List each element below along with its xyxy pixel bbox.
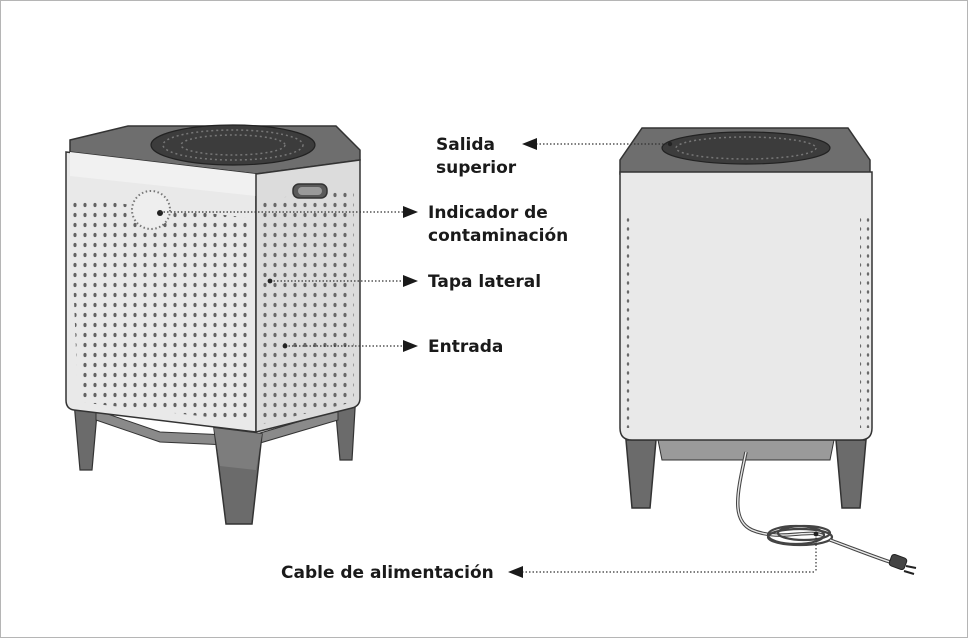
indicador-arrow xyxy=(403,206,418,218)
top-grille xyxy=(150,124,316,166)
label-indicador-line1: Indicador de xyxy=(428,203,548,223)
pollution-indicator xyxy=(131,190,171,230)
back-purifier xyxy=(619,127,917,575)
callout-dots xyxy=(267,141,819,537)
label-indicador-line2: contaminación xyxy=(428,226,568,246)
base-tray xyxy=(95,409,339,447)
salida-arrow xyxy=(522,138,537,150)
power-cord xyxy=(736,451,825,538)
tapa-arrow xyxy=(403,275,418,287)
callout-lines xyxy=(160,143,817,573)
callout-arrows xyxy=(403,138,537,578)
label-tapa-lateral: Tapa lateral xyxy=(428,272,541,292)
entrada-arrow xyxy=(403,340,418,352)
front-purifier xyxy=(65,124,361,525)
label-cable: Cable de alimentación xyxy=(281,563,494,583)
back-view-left-leg xyxy=(625,439,657,509)
label-salida-line2: superior xyxy=(436,158,517,178)
cord-coil xyxy=(766,524,834,547)
back-view-body xyxy=(619,171,873,441)
label-salida-line1: Salida xyxy=(436,135,495,155)
back-view-grille xyxy=(661,131,831,165)
label-entrada: Entrada xyxy=(428,337,503,357)
plug xyxy=(888,553,917,575)
cable-arrow xyxy=(508,566,523,578)
back-view-right-leg xyxy=(835,439,867,509)
